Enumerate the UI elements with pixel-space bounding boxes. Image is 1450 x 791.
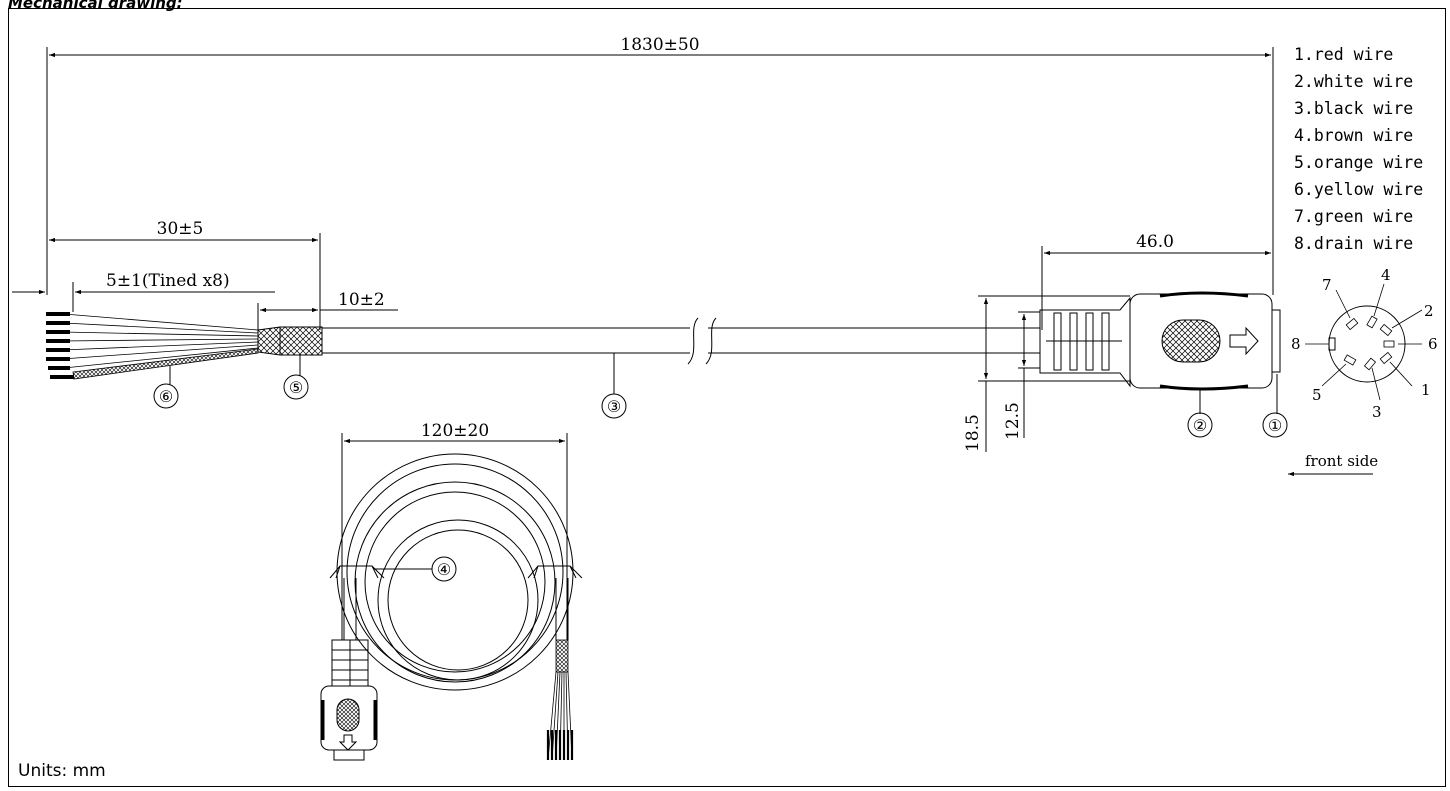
tinned-length-dimension: 5±1(Tined x8) [12,271,275,312]
tinned-length-label: 5±1(Tined x8) [106,271,230,291]
shield-length-dimension: 10±2 [257,290,398,330]
front-side-label: front side [1305,452,1378,470]
callouts: ① ② ③ ④ ⑤ ⑥ [153,353,1288,582]
pin-label-6: 6 [1428,335,1438,353]
units-note: Units: mm [18,761,106,781]
front-side-indicator: front side [1288,452,1378,477]
pinout-front-view: 1 2 3 4 5 6 7 8 [1291,266,1438,421]
wire-legend: 1.red wire 2.white wire 3.black wire 4.b… [1294,45,1423,253]
legend-item: 4.brown wire [1294,126,1413,145]
pin-label-7: 7 [1322,276,1332,294]
shield-length-label: 10±2 [338,290,385,310]
overall-length-dimension: 1830±50 [46,35,1274,295]
pin-label-1: 1 [1421,381,1431,399]
pin-label-4: 4 [1381,266,1391,284]
pin-label-3: 3 [1372,403,1382,421]
callout-3: ③ [607,397,621,416]
stripped-wires [46,312,259,380]
drawing-title: Mechanical drawing: [8,0,183,12]
legend-item: 2.white wire [1294,72,1413,91]
callout-4: ④ [437,560,451,579]
height-dimensions: 18.5 12.5 [963,295,1130,452]
pin-label-5: 5 [1312,386,1322,404]
legend-item: 3.black wire [1294,99,1413,118]
legend-item: 7.green wire [1294,207,1413,226]
connector-length-label: 46.0 [1136,232,1174,252]
pin-label-2: 2 [1424,302,1434,320]
outer-height-label: 18.5 [963,414,983,452]
callout-1: ① [1268,416,1282,435]
legend-item: 6.yellow wire [1294,180,1423,199]
legend-item: 1.red wire [1294,45,1393,64]
drawing-frame [8,8,1446,787]
legend-item: 8.drain wire [1294,234,1413,253]
callout-2: ② [1193,416,1207,435]
inner-height-label: 12.5 [1003,402,1023,440]
cable-body [322,317,1040,365]
strip-length-dimension: 30±5 [49,219,321,330]
connector: 46.0 [1039,232,1281,391]
overall-length-label: 1830±50 [620,35,699,55]
pin-label-8: 8 [1291,335,1301,353]
strip-length-label: 30±5 [157,219,204,239]
shield-braid [257,326,323,356]
callout-6: ⑥ [159,387,173,406]
callout-5: ⑤ [289,378,303,397]
coil-view: 120±20 [320,421,583,761]
coil-diameter-label: 120±20 [421,421,489,441]
legend-item: 5.orange wire [1294,153,1423,172]
